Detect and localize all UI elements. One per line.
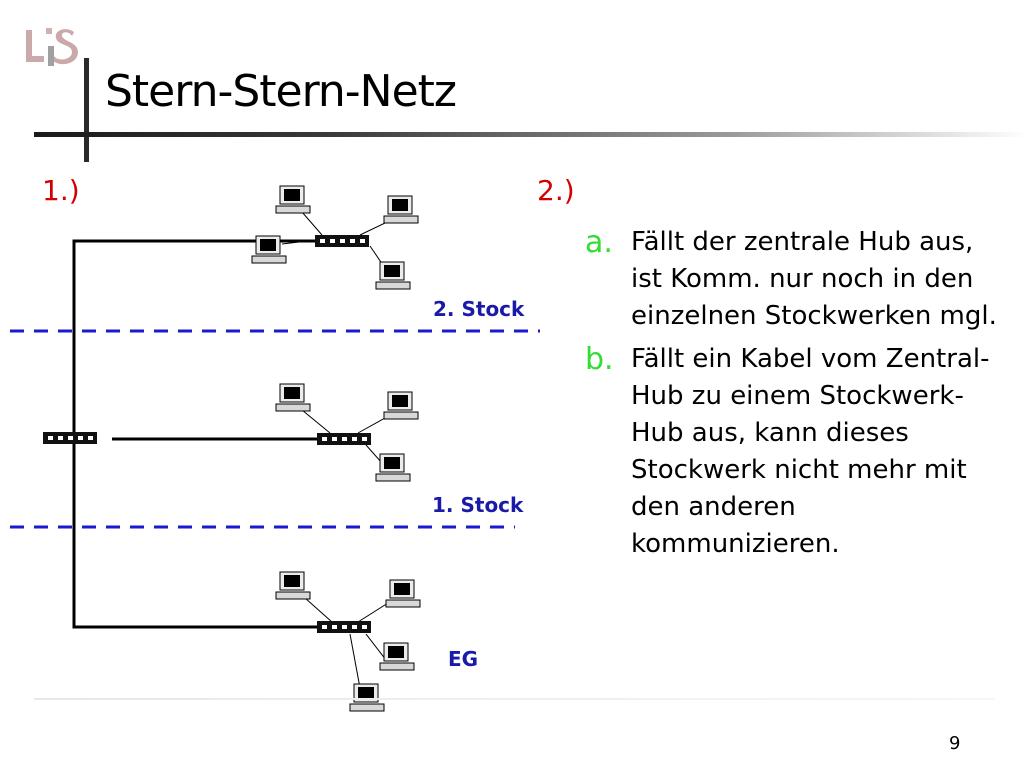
computer-icon: [375, 261, 411, 290]
ground-floor-hub-icon: [317, 621, 371, 633]
computer-icon: [383, 391, 419, 420]
answer-list: a. Fällt der zentrale Hub aus, ist Komm.…: [585, 224, 1005, 569]
star-star-network-diagram: 2. Stock 1. Stock EG: [10, 185, 540, 712]
floor1-hub-icon: [317, 433, 371, 445]
answer-item: b. Fällt ein Kabel vom Zentral-Hub zu ei…: [585, 341, 1005, 563]
page-number: 9: [949, 733, 961, 754]
computer-icon: [275, 185, 311, 214]
pc-cables: [281, 211, 389, 689]
answer-text: Fällt der zentrale Hub aus, ist Komm. nu…: [631, 227, 997, 331]
floor-label-eg: EG: [448, 647, 478, 671]
section-label-2: 2.): [537, 174, 575, 207]
slide-title: Stern-Stern-Netz: [105, 66, 457, 117]
answer-marker: b.: [585, 342, 614, 377]
computer-icon: [275, 571, 311, 600]
floor2-hub-icon: [315, 235, 369, 247]
section-label-1: 1.): [42, 174, 80, 207]
computer-icon: [375, 453, 411, 482]
computer-icon: [275, 383, 311, 412]
backbone-cables: [72, 239, 318, 629]
computer-icon: [385, 579, 421, 608]
ls-logo: [26, 28, 78, 66]
answer-text: Fällt ein Kabel vom Zentral-Hub zu einem…: [631, 344, 990, 559]
computer-icon: [383, 195, 419, 224]
floor-label-1: 1. Stock: [432, 493, 524, 517]
header-vertical-rule: [84, 58, 89, 162]
answer-marker: a.: [585, 225, 613, 260]
answer-item: a. Fällt der zentrale Hub aus, ist Komm.…: [585, 224, 1005, 335]
computer-icon: [379, 642, 415, 671]
central-hub-icon: [43, 432, 97, 444]
footer-rule: [34, 698, 994, 700]
floor-label-2: 2. Stock: [433, 297, 525, 321]
header-horizontal-rule: [34, 132, 1024, 137]
